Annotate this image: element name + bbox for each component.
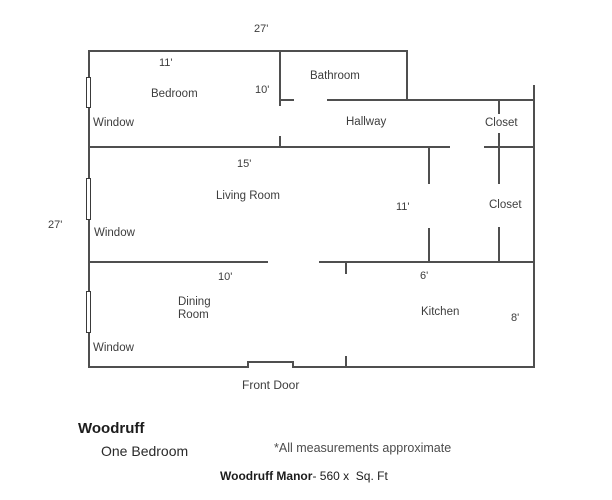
wall-bathroom-right (406, 50, 408, 101)
wall-closet-divider-mid (498, 133, 500, 184)
window-label-bedroom: Window (93, 117, 134, 129)
dim-dining-width: 10' (218, 271, 233, 283)
dim-bedroom-depth: 10' (255, 84, 270, 96)
wall-closet-divider-upper (498, 100, 500, 114)
wall-bedroom-divider-tick (279, 136, 281, 148)
wall-dining-kitchen-tick-top (345, 261, 347, 274)
room-label-living-room: Living Room (216, 190, 280, 202)
wall-top-exterior (88, 50, 408, 52)
window-icon (86, 77, 91, 108)
wall-closet-shelf (484, 146, 535, 148)
wall-hallway-top (327, 99, 535, 101)
window-icon (86, 178, 91, 220)
community-name: Woodruff (78, 420, 145, 437)
wall-closet-divider-lower (498, 227, 500, 263)
room-label-dining-room: Dining Room (178, 296, 211, 322)
plan-caption-detail: - 560 x Sq. Ft (312, 469, 388, 483)
room-label-hallway: Hallway (346, 116, 387, 128)
dim-kitchen-depth: 8' (511, 312, 520, 324)
dim-bedroom-width: 11' (159, 57, 173, 69)
dim-overall-height: 27' (48, 219, 63, 231)
dim-overall-width: 27' (254, 23, 269, 35)
window-label-dining: Window (93, 342, 134, 354)
front-door-icon (247, 361, 294, 368)
wall-bottom-exterior (88, 366, 535, 368)
window-label-living: Window (94, 227, 135, 239)
plan-caption: Woodruff Manor- 560 x Sq. Ft (220, 469, 388, 483)
room-label-closet-upper: Closet (485, 117, 518, 129)
unit-type: One Bedroom (101, 443, 189, 459)
dim-kitchen-wall: 6' (420, 270, 429, 282)
wall-bedroom-bathroom-divider (279, 50, 281, 106)
wall-bathroom-bottom-stub (279, 99, 294, 101)
room-label-kitchen: Kitchen (421, 306, 460, 318)
wall-right-exterior (533, 85, 535, 368)
wall-living-bottom (88, 261, 268, 263)
dim-living-width: 15' (237, 158, 252, 170)
plan-caption-name: Woodruff Manor (220, 469, 313, 483)
wall-bedroom-bottom (88, 146, 450, 148)
dining-room-line2: Room (178, 309, 209, 321)
window-icon (86, 291, 91, 333)
dim-interior-wall: 11' (396, 201, 410, 213)
front-door-label: Front Door (242, 378, 300, 392)
wall-kitchen-top (319, 261, 535, 263)
dining-room-line1: Dining (178, 296, 211, 308)
room-label-bedroom: Bedroom (151, 88, 198, 100)
room-label-bathroom: Bathroom (310, 70, 360, 82)
wall-living-right-upper (428, 146, 430, 184)
measurements-disclaimer: *All measurements approximate (274, 441, 452, 455)
wall-dining-kitchen-tick-bottom (345, 356, 347, 367)
room-label-closet-lower: Closet (489, 199, 522, 211)
wall-living-right-lower (428, 228, 430, 263)
